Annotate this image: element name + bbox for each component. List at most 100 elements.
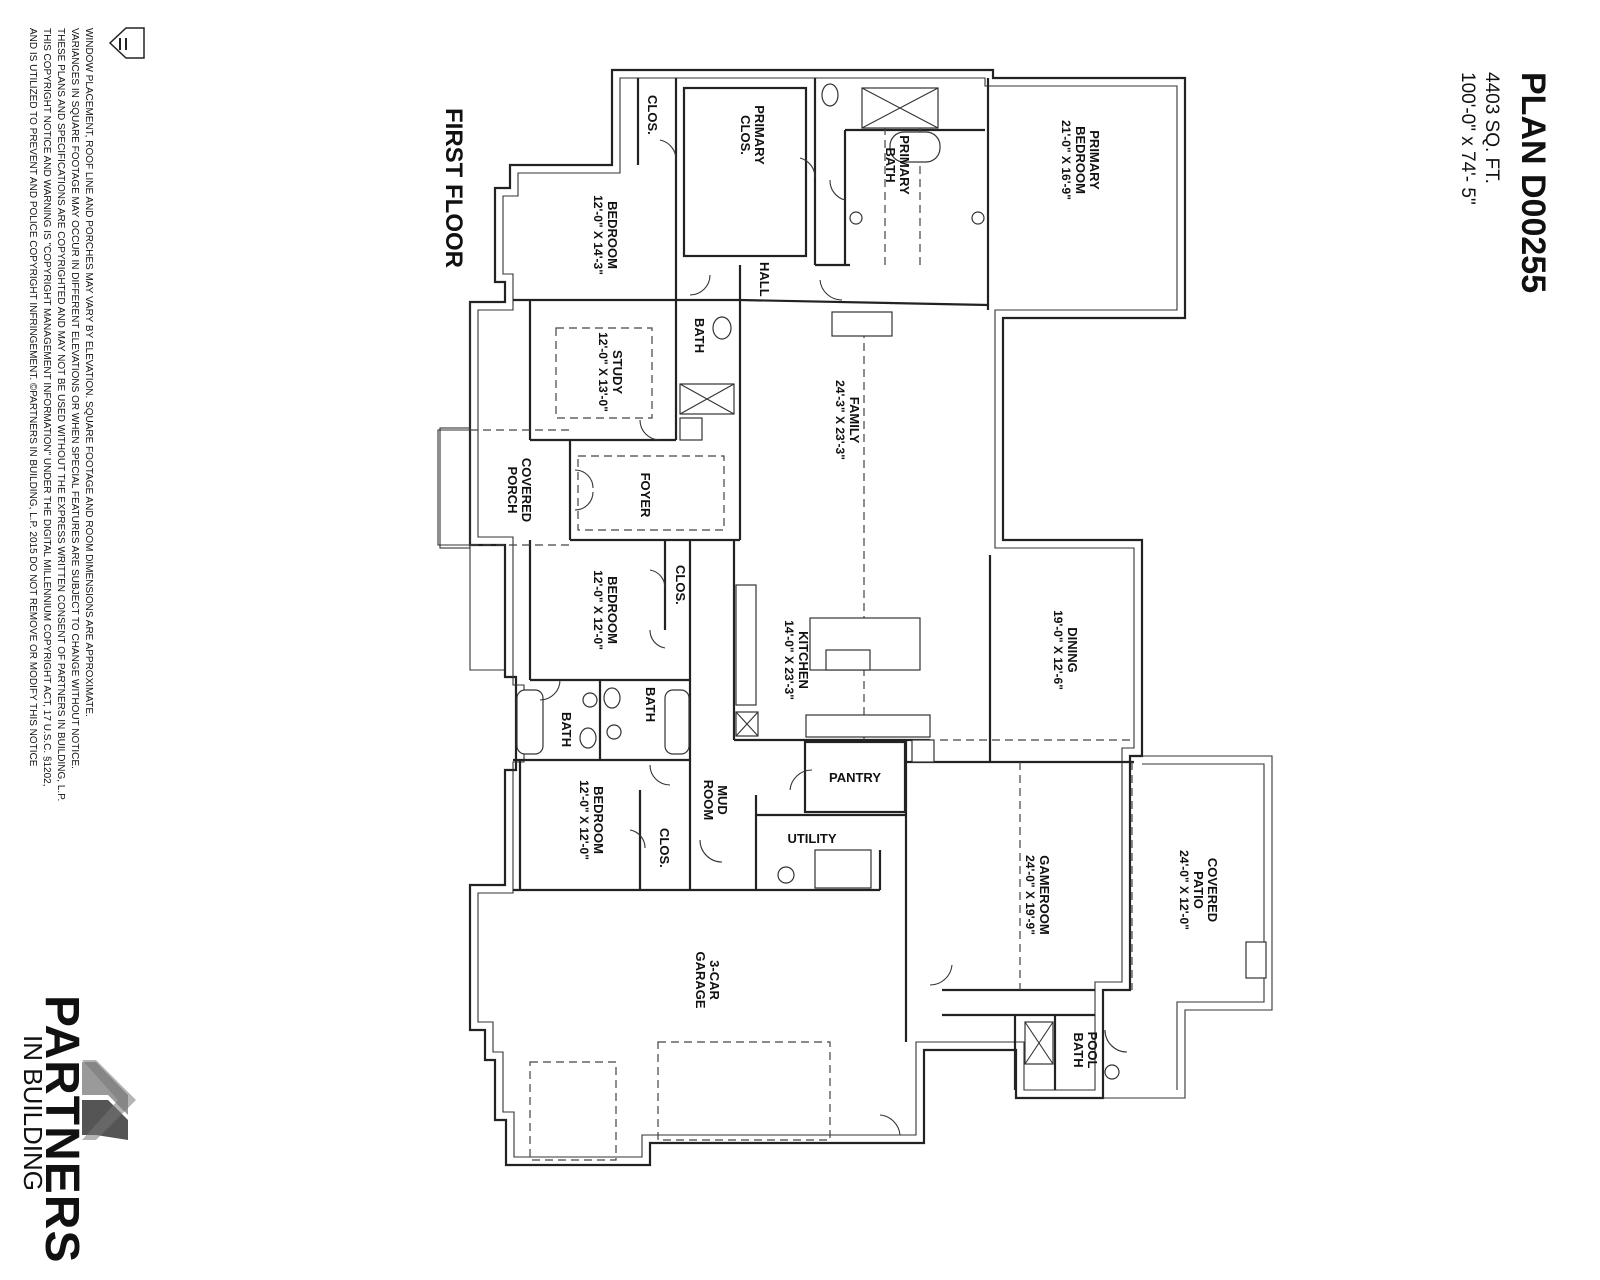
counter: [805, 714, 931, 738]
room-dims: 19'-0" X 12'-6": [1051, 610, 1065, 690]
toilet-icon: [712, 316, 732, 340]
patio-outline: [1103, 755, 1273, 1099]
disclaimer-line: VARIANCES IN SQUARE FOOTAGE MAY OCCUR IN…: [69, 28, 80, 769]
disclaimer-line: THIS COPYRIGHT NOTICE AND WARNING IS "CO…: [41, 28, 52, 787]
bathtub-icon: [664, 689, 690, 755]
porch-steps: [439, 427, 471, 549]
room-dims: 12'-0" X 14'-3": [591, 195, 605, 275]
room-hall: HALL: [757, 262, 772, 297]
sink-icon: [582, 692, 598, 708]
room-name: PRIMARY: [752, 105, 767, 165]
room-name: PORCH: [505, 467, 520, 514]
room-name: FOYER: [638, 473, 653, 518]
toilet-icon: [603, 687, 621, 709]
room-bath-2: BATH: [643, 687, 658, 722]
room-bath-1: BATH: [692, 318, 707, 353]
room-name: BEDROOM: [605, 576, 620, 644]
room-name: PATIO: [1191, 871, 1206, 909]
disclaimer-line: WINDOW PLACEMENT, ROOF LINE AND PORCHES …: [83, 28, 94, 717]
room-name: CLOS.: [673, 565, 688, 605]
room-name: COVERED: [519, 458, 534, 522]
room-dims: 12'-0" X 13'-0": [596, 332, 610, 412]
room-dining: DINING 19'-0" X 12'-6": [1051, 610, 1080, 690]
patio-outline-inner: [1142, 763, 1265, 1090]
room-dims: 24'-3" X 23'-3": [833, 380, 847, 460]
plan-title-block: PLAN D00255 4403 SQ. FT. 100'-0" x 74'- …: [1457, 72, 1552, 293]
exterior-wall: [468, 68, 1187, 1167]
room-name: BEDROOM: [1073, 126, 1088, 194]
hatch-icon: [679, 417, 703, 441]
partners-logo: PARTNERS IN BUILDING: [18, 995, 136, 1263]
sink-icon: [777, 866, 795, 884]
room-name: COVERED: [1205, 858, 1220, 922]
room-study: STUDY 12'-0" X 13'-0": [596, 332, 625, 412]
room-covered-porch: COVERED PORCH: [505, 458, 534, 522]
room-dims: 12'-0" X 12'-0": [577, 780, 591, 860]
room-name: CLOS.: [738, 115, 753, 155]
room-primary-bath: PRIMARY BATH: [883, 135, 912, 195]
room-name: MUD: [715, 785, 730, 815]
room-clos-1: CLOS.: [645, 95, 660, 135]
sink-icon: [606, 724, 622, 740]
plan-title: PLAN D00255: [1514, 72, 1552, 293]
interior-walls: [513, 78, 1134, 1090]
room-dims: 24'-0" X 12'-0": [1177, 850, 1191, 930]
room-name: PRIMARY: [897, 135, 912, 195]
toilet-icon: [579, 727, 597, 749]
sink-icon: [1104, 1064, 1120, 1080]
sink-icon: [971, 211, 985, 225]
plan-sqft: 4403 SQ. FT.: [1481, 72, 1502, 184]
disclaimer-line: AND IS UTILIZED TO PREVENT AND POLICE CO…: [27, 28, 38, 767]
room-kitchen: KITCHEN 14'-0" X 23'-3": [782, 620, 811, 700]
room-clos-3: CLOS.: [657, 828, 672, 868]
floor-plan: [437, 68, 1273, 1167]
disclaimer-line: THESE PLANS AND SPECIFICATIONS ARE COPYR…: [55, 28, 66, 801]
fireplace-icon: [831, 311, 893, 337]
room-name: DINING: [1065, 627, 1080, 673]
room-name: BATH: [1071, 1032, 1086, 1067]
equal-housing-icon: [108, 27, 145, 59]
room-bedroom-1: BEDROOM 12'-0" X 14'-3": [591, 195, 620, 275]
room-name: BATH: [559, 712, 574, 747]
room-name: GARAGE: [693, 951, 708, 1008]
room-name: KITCHEN: [796, 631, 811, 689]
brand-name: PARTNERS: [35, 995, 88, 1263]
room-utility: UTILITY: [787, 831, 836, 846]
room-pool-bath: POOL BATH: [1071, 1032, 1100, 1069]
bathtub-icon: [516, 689, 544, 755]
hatch-icon: [911, 739, 935, 763]
doors: [539, 139, 1128, 1136]
room-clos-2: CLOS.: [673, 565, 688, 605]
exterior-wall-inner: [477, 77, 1178, 1158]
room-name: ROOM: [701, 780, 716, 820]
room-name: BEDROOM: [605, 201, 620, 269]
room-name: HALL: [757, 262, 772, 297]
room-foyer: FOYER: [638, 473, 653, 518]
room-name: BEDROOM: [591, 786, 606, 854]
outdoor-grill-icon: [1245, 941, 1267, 979]
porch-outline: [437, 302, 505, 671]
toilet-icon: [821, 83, 839, 107]
room-primary-clos: PRIMARY CLOS.: [738, 105, 767, 165]
counter: [735, 584, 757, 706]
room-bedroom-2: BEDROOM 12'-0" X 12'-0": [591, 570, 620, 650]
room-name: PRIMARY: [1087, 130, 1102, 190]
room-labels: PRIMARY BEDROOM 21'-0" X 16'-9" PRIMARY …: [505, 95, 1220, 1068]
room-name: STUDY: [610, 350, 625, 394]
room-pantry: PANTRY: [829, 770, 881, 785]
room-name: POOL: [1085, 1032, 1100, 1069]
room-family: FAMILY 24'-3" X 23'-3": [833, 380, 862, 460]
room-name: BATH: [692, 318, 707, 353]
bathtub-icon: [889, 131, 941, 163]
room-dims: 12'-0" X 12'-0": [591, 570, 605, 650]
ceiling-dashed-lines: [470, 88, 1134, 1161]
room-covered-patio: COVERED PATIO 24'-0" X 12'-0": [1177, 850, 1220, 930]
plan-dimensions: 100'-0" x 74'- 5": [1457, 72, 1478, 205]
room-name: GAMEROOM: [1037, 855, 1052, 934]
room-dims: 14'-0" X 23'-3": [782, 620, 796, 700]
room-dims: 21'-0" X 16'-9": [1059, 120, 1073, 200]
room-bedroom-3: BEDROOM 12'-0" X 12'-0": [577, 780, 606, 860]
room-gameroom: GAMEROOM 24'-0" X 19'-9": [1023, 855, 1052, 935]
room-name: BATH: [883, 147, 898, 182]
